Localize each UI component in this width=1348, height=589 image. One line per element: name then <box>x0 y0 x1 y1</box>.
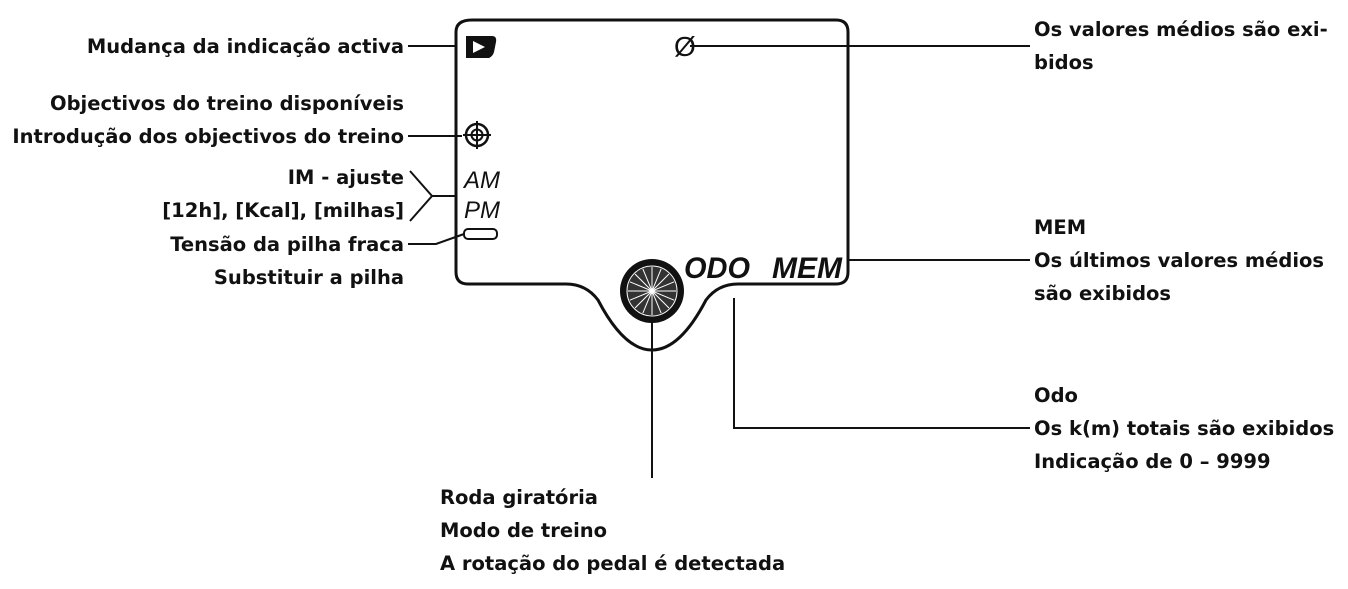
label-odo-2: Indicação de 0 – 9999 <box>1034 450 1271 473</box>
am-indicator: AM <box>462 167 500 194</box>
label-odo-1: Os k(m) totais são exibidos <box>1034 417 1334 440</box>
leader-tensao <box>408 233 465 245</box>
average-symbol: Ø <box>674 31 696 62</box>
label-im-1: IM - ajuste <box>288 166 404 189</box>
label-mem-2: são exibidos <box>1034 282 1171 305</box>
label-mem-1: Os últimos valores médios <box>1034 249 1324 272</box>
pm-indicator: PM <box>464 197 500 224</box>
target-icon <box>463 121 491 149</box>
label-odo-title: Odo <box>1034 384 1078 407</box>
wheel-spoke <box>629 281 675 301</box>
label-medios-1: Os valores médios são exi- <box>1034 18 1328 41</box>
play-arrow-icon <box>466 36 497 58</box>
label-tensao-1: Tensão da pilha fraca <box>170 233 404 256</box>
mem-indicator: MEM <box>772 252 843 285</box>
spinning-wheel-icon <box>620 259 684 323</box>
leader-im <box>409 170 434 222</box>
label-roda-2: Modo de treino <box>440 519 607 542</box>
label-roda-3: A rotação do pedal é detectada <box>440 552 785 575</box>
leader-odo <box>733 298 1030 429</box>
label-im-2: [12h], [Kcal], [milhas] <box>162 199 404 222</box>
label-objectivos-2: Introdução dos objectivos do treino <box>12 125 404 148</box>
label-tensao-2: Substituir a pilha <box>214 266 404 289</box>
label-mudanca: Mudança da indicação activa <box>87 35 404 58</box>
label-medios-2: bidos <box>1034 51 1094 74</box>
label-objectivos-1: Objectivos do treino disponíveis <box>50 92 404 115</box>
label-roda-1: Roda giratória <box>440 486 598 509</box>
label-mem-title: MEM <box>1034 216 1086 239</box>
odo-indicator: ODO <box>684 252 750 285</box>
